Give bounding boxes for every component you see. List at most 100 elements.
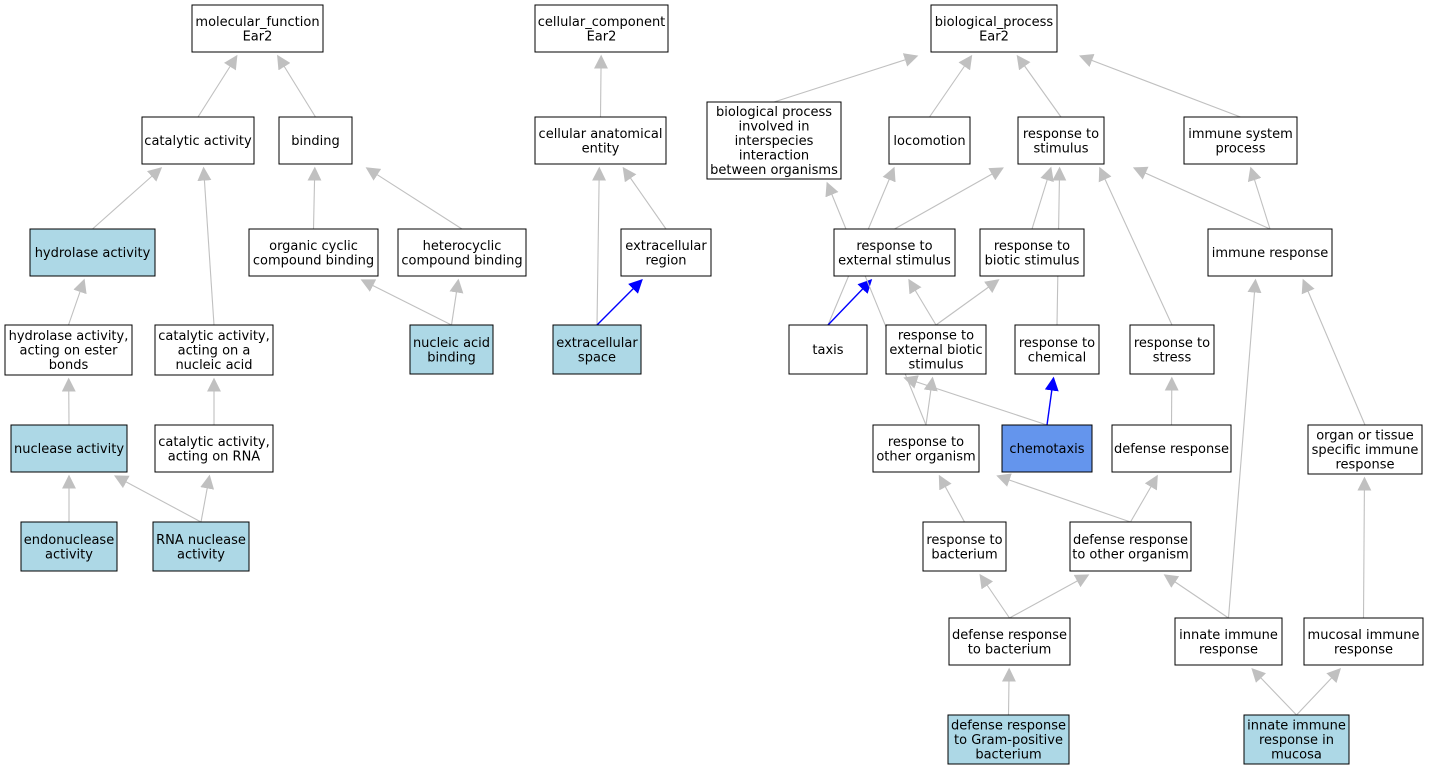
node-label-line: Ear2: [587, 29, 617, 44]
node-label-line: defense response: [952, 628, 1067, 643]
node-label-line: activity: [177, 547, 225, 562]
node-label-line: binding: [427, 350, 475, 365]
node-hydrolase[interactable]: hydrolase activity: [29, 228, 156, 277]
node-immune-resp[interactable]: immune response: [1207, 228, 1333, 277]
node-box: [534, 4, 669, 53]
node-box: [20, 521, 118, 572]
node-box: [979, 228, 1085, 277]
node-taxis[interactable]: taxis: [788, 324, 868, 375]
edge-locomotion-to-bp-root: [929, 54, 973, 118]
node-box: [948, 617, 1071, 666]
node-box: [706, 101, 842, 180]
node-box: [1307, 424, 1423, 475]
node-label-line: hydrolase activity: [35, 246, 151, 261]
edge-resp-other-org-to-resp-ext-biotic: [923, 376, 938, 426]
edge-chemotaxis-to-resp-chemical: [1044, 376, 1059, 426]
node-binding[interactable]: binding: [278, 116, 353, 165]
node-box: [1014, 324, 1100, 375]
node-label-line: response to: [926, 533, 1002, 548]
node-label-line: Ear2: [979, 29, 1009, 44]
node-label-line: cellular anatomical: [539, 127, 663, 142]
node-label-line: biotic stimulus: [985, 253, 1080, 268]
node-box: [1111, 424, 1232, 473]
node-label-line: compound binding: [253, 253, 374, 268]
node-label-line: defense response: [951, 719, 1066, 734]
edge-extracell-space-to-cell-anat: [592, 166, 607, 326]
node-label-line: defense response: [1073, 533, 1188, 548]
node-box: [885, 324, 987, 375]
node-label-line: external biotic: [889, 343, 982, 358]
node-label-line: stimulus: [1033, 141, 1088, 156]
node-label-line: RNA nuclease: [156, 533, 246, 548]
node-box: [1069, 521, 1192, 572]
node-nuclease[interactable]: nuclease activity: [10, 424, 128, 473]
node-box: [788, 324, 868, 375]
node-label-line: immune response: [1212, 246, 1329, 261]
node-label-line: acting on a: [178, 344, 251, 359]
node-chemotaxis[interactable]: chemotaxis: [1001, 424, 1093, 473]
node-label-line: response in: [1259, 733, 1334, 748]
node-label-line: stress: [1153, 350, 1192, 365]
node-catalytic[interactable]: catalytic activity: [141, 116, 255, 165]
node-label-line: organ or tissue: [1316, 429, 1414, 444]
node-box: [154, 424, 274, 473]
edge-cat-nucleic-to-catalytic: [197, 166, 215, 326]
edge-nucleic-binding-to-heterocyclic: [449, 278, 464, 326]
edge-innate-immune-to-defense-other: [1163, 574, 1229, 619]
edge-immune-sys-to-bp-root: [1078, 53, 1241, 118]
node-box: [141, 116, 255, 165]
edge-hydrolase-to-catalytic: [92, 167, 163, 230]
node-label-line: chemotaxis: [1009, 442, 1084, 457]
node-box: [552, 324, 642, 375]
node-label-line: response: [1334, 642, 1393, 657]
node-label-line: compound binding: [401, 253, 522, 268]
node-label-line: biological_process: [935, 15, 1054, 30]
edge-cell-anat-to-cc-root: [594, 54, 609, 118]
edge-resp-bacterium-to-resp-other-org: [938, 474, 965, 523]
node-locomotion[interactable]: locomotion: [888, 116, 971, 165]
node-label-line: region: [645, 253, 686, 268]
node-label-line: mucosal immune: [1308, 628, 1420, 643]
node-cat-rna[interactable]: catalytic activity,acting on RNA: [154, 424, 274, 473]
node-box: [278, 116, 353, 165]
node-label-line: response: [1199, 642, 1258, 657]
node-defense-resp[interactable]: defense response: [1111, 424, 1232, 473]
edge-resp-ext-biotic-to-resp-external: [908, 278, 937, 326]
edge-immune-resp-to-immune-sys: [1247, 166, 1271, 230]
node-label-line: response to: [1134, 336, 1210, 351]
node-label-line: catalytic activity: [144, 134, 252, 149]
node-label-line: extracellular: [625, 239, 707, 254]
node-label-line: catalytic activity,: [158, 435, 270, 450]
